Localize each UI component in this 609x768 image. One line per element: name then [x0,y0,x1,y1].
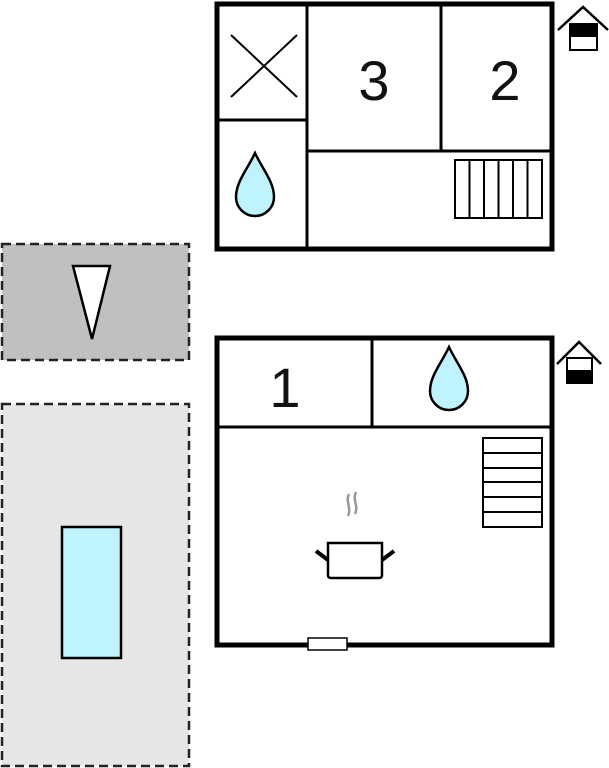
kitchen-pot-icon [314,491,396,580]
stairs-icon [454,159,543,219]
direction-triangle-icon [71,264,112,340]
toilet-cross-icon [230,34,298,98]
bathroom-water-drop-icon [234,150,276,218]
pool [60,525,123,660]
bedroom-1-label: 1 [269,356,300,419]
pool-area [0,402,191,768]
bathroom-water-drop-icon [428,344,470,412]
bedroom-3-label: 3 [358,49,389,112]
ground-floor: 1 [214,335,555,651]
upper-floor: 3 2 [214,1,555,252]
terrace [0,242,191,362]
entrance-door [307,637,348,651]
stairs-icon [482,437,543,528]
house-ground-floor-icon [556,340,602,384]
house-upper-floor-icon [557,5,609,51]
bedroom-2-label: 2 [489,49,520,112]
